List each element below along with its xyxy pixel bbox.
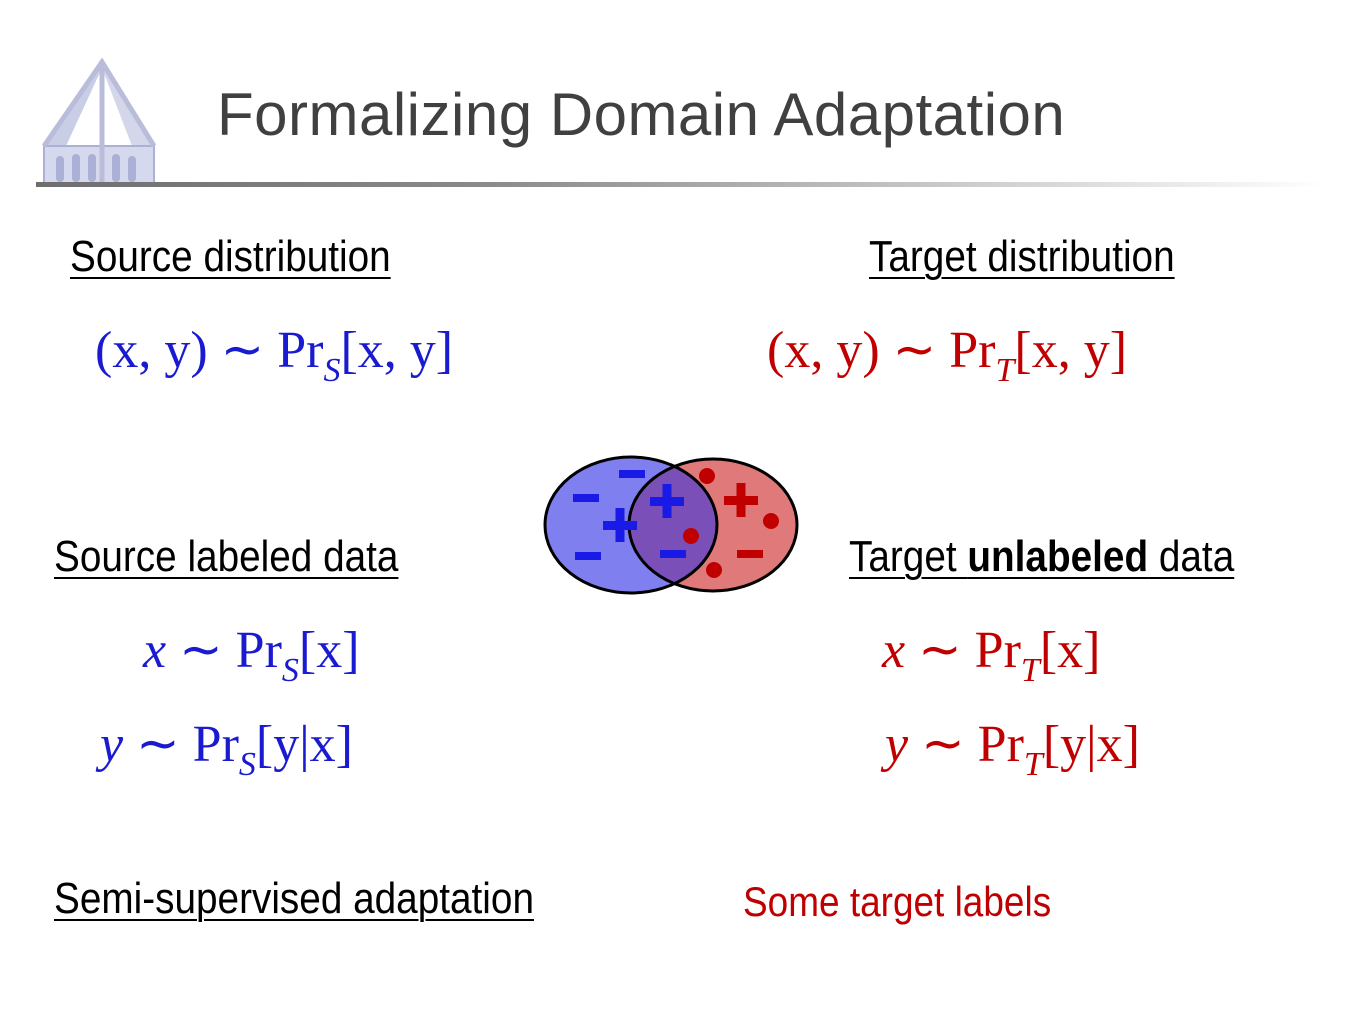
target-unlabeled-data-heading: Target unlabeled data <box>849 532 1235 581</box>
target-y-formula: y ∼ PrT[y|x] <box>885 716 1140 783</box>
unlabeled-target-point <box>706 562 722 578</box>
semi-supervised-heading: Semi-supervised adaptation <box>54 874 534 923</box>
positive-source-mark <box>603 508 637 542</box>
source-distribution-heading: Source distribution <box>70 232 391 281</box>
target-x-formula: x ∼ PrT[x] <box>882 622 1101 689</box>
source-labeled-data-heading: Source labeled data <box>54 532 399 581</box>
negative-source-mark <box>573 494 599 502</box>
positive-source-mark <box>650 484 684 518</box>
negative-source-mark <box>575 552 601 560</box>
title-divider <box>36 182 1326 187</box>
positive-target-mark <box>724 483 758 517</box>
target-distribution-heading: Target distribution <box>869 232 1175 281</box>
unlabeled-target-point <box>763 513 779 529</box>
cathedral-logo-icon <box>41 58 157 185</box>
source-joint-formula: (x, y) ∼ PrS[x, y] <box>95 322 454 389</box>
source-x-formula: x ∼ PrS[x] <box>143 622 360 689</box>
negative-source-mark <box>619 470 645 478</box>
domain-overlap-diagram <box>543 455 799 595</box>
source-y-formula: y ∼ PrS[y|x] <box>100 716 353 783</box>
unlabeled-target-point <box>683 528 699 544</box>
slide-title: Formalizing Domain Adaptation <box>217 81 1066 148</box>
negative-target-mark <box>737 550 763 558</box>
some-target-labels-note: Some target labels <box>743 878 1052 925</box>
unlabeled-target-point <box>699 468 715 484</box>
target-joint-formula: (x, y) ∼ PrT[x, y] <box>767 322 1128 389</box>
negative-source-mark <box>660 550 686 558</box>
